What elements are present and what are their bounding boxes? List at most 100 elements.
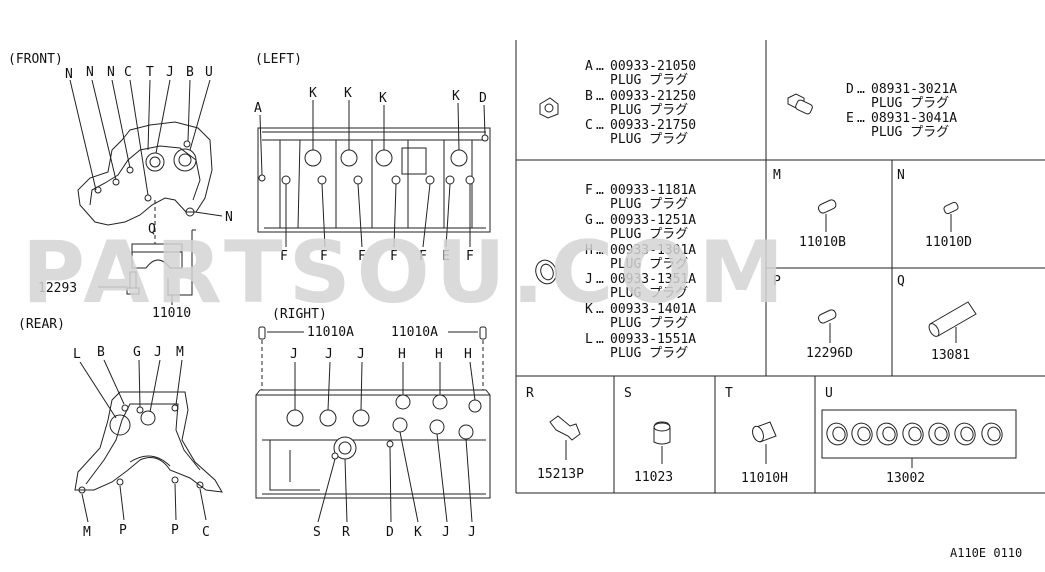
plug-row-e: E … 08931-3041A PLUG プラグ (846, 111, 957, 140)
rear-view: (REAR) L B G J M M P P C (18, 317, 223, 540)
right-callout: K (414, 525, 422, 540)
front-leader-lines (69, 79, 223, 217)
cell-letter: N (897, 168, 905, 183)
left-callout: F (466, 249, 474, 264)
plug-letter: A (585, 59, 593, 74)
left-leader-lines (259, 100, 486, 248)
left-plug-f2 (317, 175, 327, 185)
plug-name: PLUG プラグ (610, 346, 688, 361)
cell-part: 11010B (799, 235, 846, 250)
plug-abc-icon (539, 97, 559, 119)
plug-number: 00933-21050 (610, 59, 696, 74)
left-callout: F (390, 249, 398, 264)
plug-name: PLUG プラグ (610, 227, 688, 242)
front-view-title: (FRONT) (8, 52, 63, 67)
right-plug-j3 (352, 409, 370, 427)
right-plug-j1 (286, 409, 304, 427)
right-callout: R (342, 525, 350, 540)
plug-group-fl: F … 00933-1181A PLUG プラグ G … 00933-1251A… (535, 183, 696, 361)
front-block-inner (89, 145, 201, 206)
left-plug-k1 (304, 149, 322, 167)
plug-name: PLUG プラグ (610, 316, 688, 331)
plug-number: 00933-1301A (610, 243, 696, 258)
plug-name: PLUG プラグ (871, 125, 949, 140)
right-plug-k (392, 417, 408, 433)
parts-table-grid (515, 40, 1045, 494)
plug-number: 00933-1351A (610, 272, 696, 287)
rear-callout: B (97, 345, 105, 360)
plug-letter: J (585, 272, 593, 287)
plug-letter: E (846, 111, 854, 126)
plug-letter: C (585, 118, 593, 133)
left-callout-letters: A K K K K D F F F F F E F (254, 86, 487, 264)
plug-row-b: B … 00933-21250 PLUG プラグ (585, 89, 696, 118)
plug-name: PLUG プラグ (610, 103, 688, 118)
rear-callout: M (83, 525, 91, 540)
front-callout: N (107, 65, 115, 80)
rear-plug-b (121, 404, 129, 412)
plug-sep: … (596, 183, 604, 198)
front-callout: U (205, 65, 213, 80)
plug-de-icon-body (795, 99, 813, 115)
front-bore-u-inner (178, 153, 192, 167)
front-callout: T (146, 65, 154, 80)
front-callout: B (186, 65, 194, 80)
plug-sep: … (596, 272, 604, 287)
front-plug-c (144, 194, 152, 202)
rear-bore-j (140, 410, 156, 426)
right-plug-h1 (395, 394, 411, 410)
front-plug-n4 (185, 207, 195, 217)
right-plug-h2 (432, 394, 448, 410)
cell-q: Q 13081 (897, 274, 977, 363)
right-plug-j4 (429, 419, 445, 435)
cell-letter: M (773, 168, 781, 183)
plug-number: 00933-21750 (610, 118, 696, 133)
front-callout-letters: N N N C T J B U N Q (65, 65, 233, 237)
plug-letter: G (585, 213, 593, 228)
left-plug-a (258, 174, 266, 182)
rear-plug-g (136, 406, 144, 414)
left-callout: K (344, 86, 352, 101)
plug-row-g: G … 00933-1251A PLUG プラグ (585, 213, 696, 242)
plug-name: PLUG プラグ (871, 96, 949, 111)
diagram-code: A110E 0110 (950, 546, 1022, 560)
cell-u-bearing-frame (821, 409, 1017, 459)
right-callout: H (464, 347, 472, 362)
left-callout: F (280, 249, 288, 264)
cell-q-tube-end (928, 323, 940, 337)
plug-number: 00933-1551A (610, 332, 696, 347)
left-plug-f1 (281, 175, 291, 185)
plug-fl-icon-inner (540, 263, 554, 281)
right-block-outline (255, 394, 491, 499)
plug-number: 00933-1401A (610, 302, 696, 317)
plug-name: PLUG プラグ (610, 132, 688, 147)
left-plug-k4 (450, 149, 468, 167)
cell-s-plug-top (653, 422, 671, 432)
cell-letter: U (825, 386, 833, 401)
front-bearing-cap (131, 243, 183, 269)
plug-number: 00933-1251A (610, 213, 696, 228)
left-callout: F (358, 249, 366, 264)
rear-callout: C (202, 525, 210, 540)
plug-number: 00933-1181A (610, 183, 696, 198)
right-part-11010a-right: 11010A (391, 325, 438, 340)
cell-part: 12296D (806, 346, 853, 361)
cell-p: P 12296D (773, 274, 853, 361)
right-view: (RIGHT) 11010A 11010A J J J H H H S R D … (255, 307, 491, 540)
plug-number: 00933-21250 (610, 89, 696, 104)
cell-part: 13081 (931, 348, 970, 363)
plug-sep: … (596, 213, 604, 228)
plug-fl-icon (535, 259, 557, 285)
plug-number: 08931-3021A (871, 82, 957, 97)
left-callout: E (442, 249, 450, 264)
front-view: (FRONT) N N N C T J B U N Q (8, 52, 233, 321)
cell-t-dowel-end (752, 425, 764, 443)
left-callout: F (320, 249, 328, 264)
right-block-deck (255, 389, 491, 495)
plug-row-d: D … 08931-3021A PLUG プラグ (846, 82, 957, 111)
cell-part: 11010H (741, 471, 788, 486)
cell-n-dowel-icon (943, 201, 959, 215)
right-callout: H (435, 347, 443, 362)
rear-callout: P (119, 523, 127, 538)
